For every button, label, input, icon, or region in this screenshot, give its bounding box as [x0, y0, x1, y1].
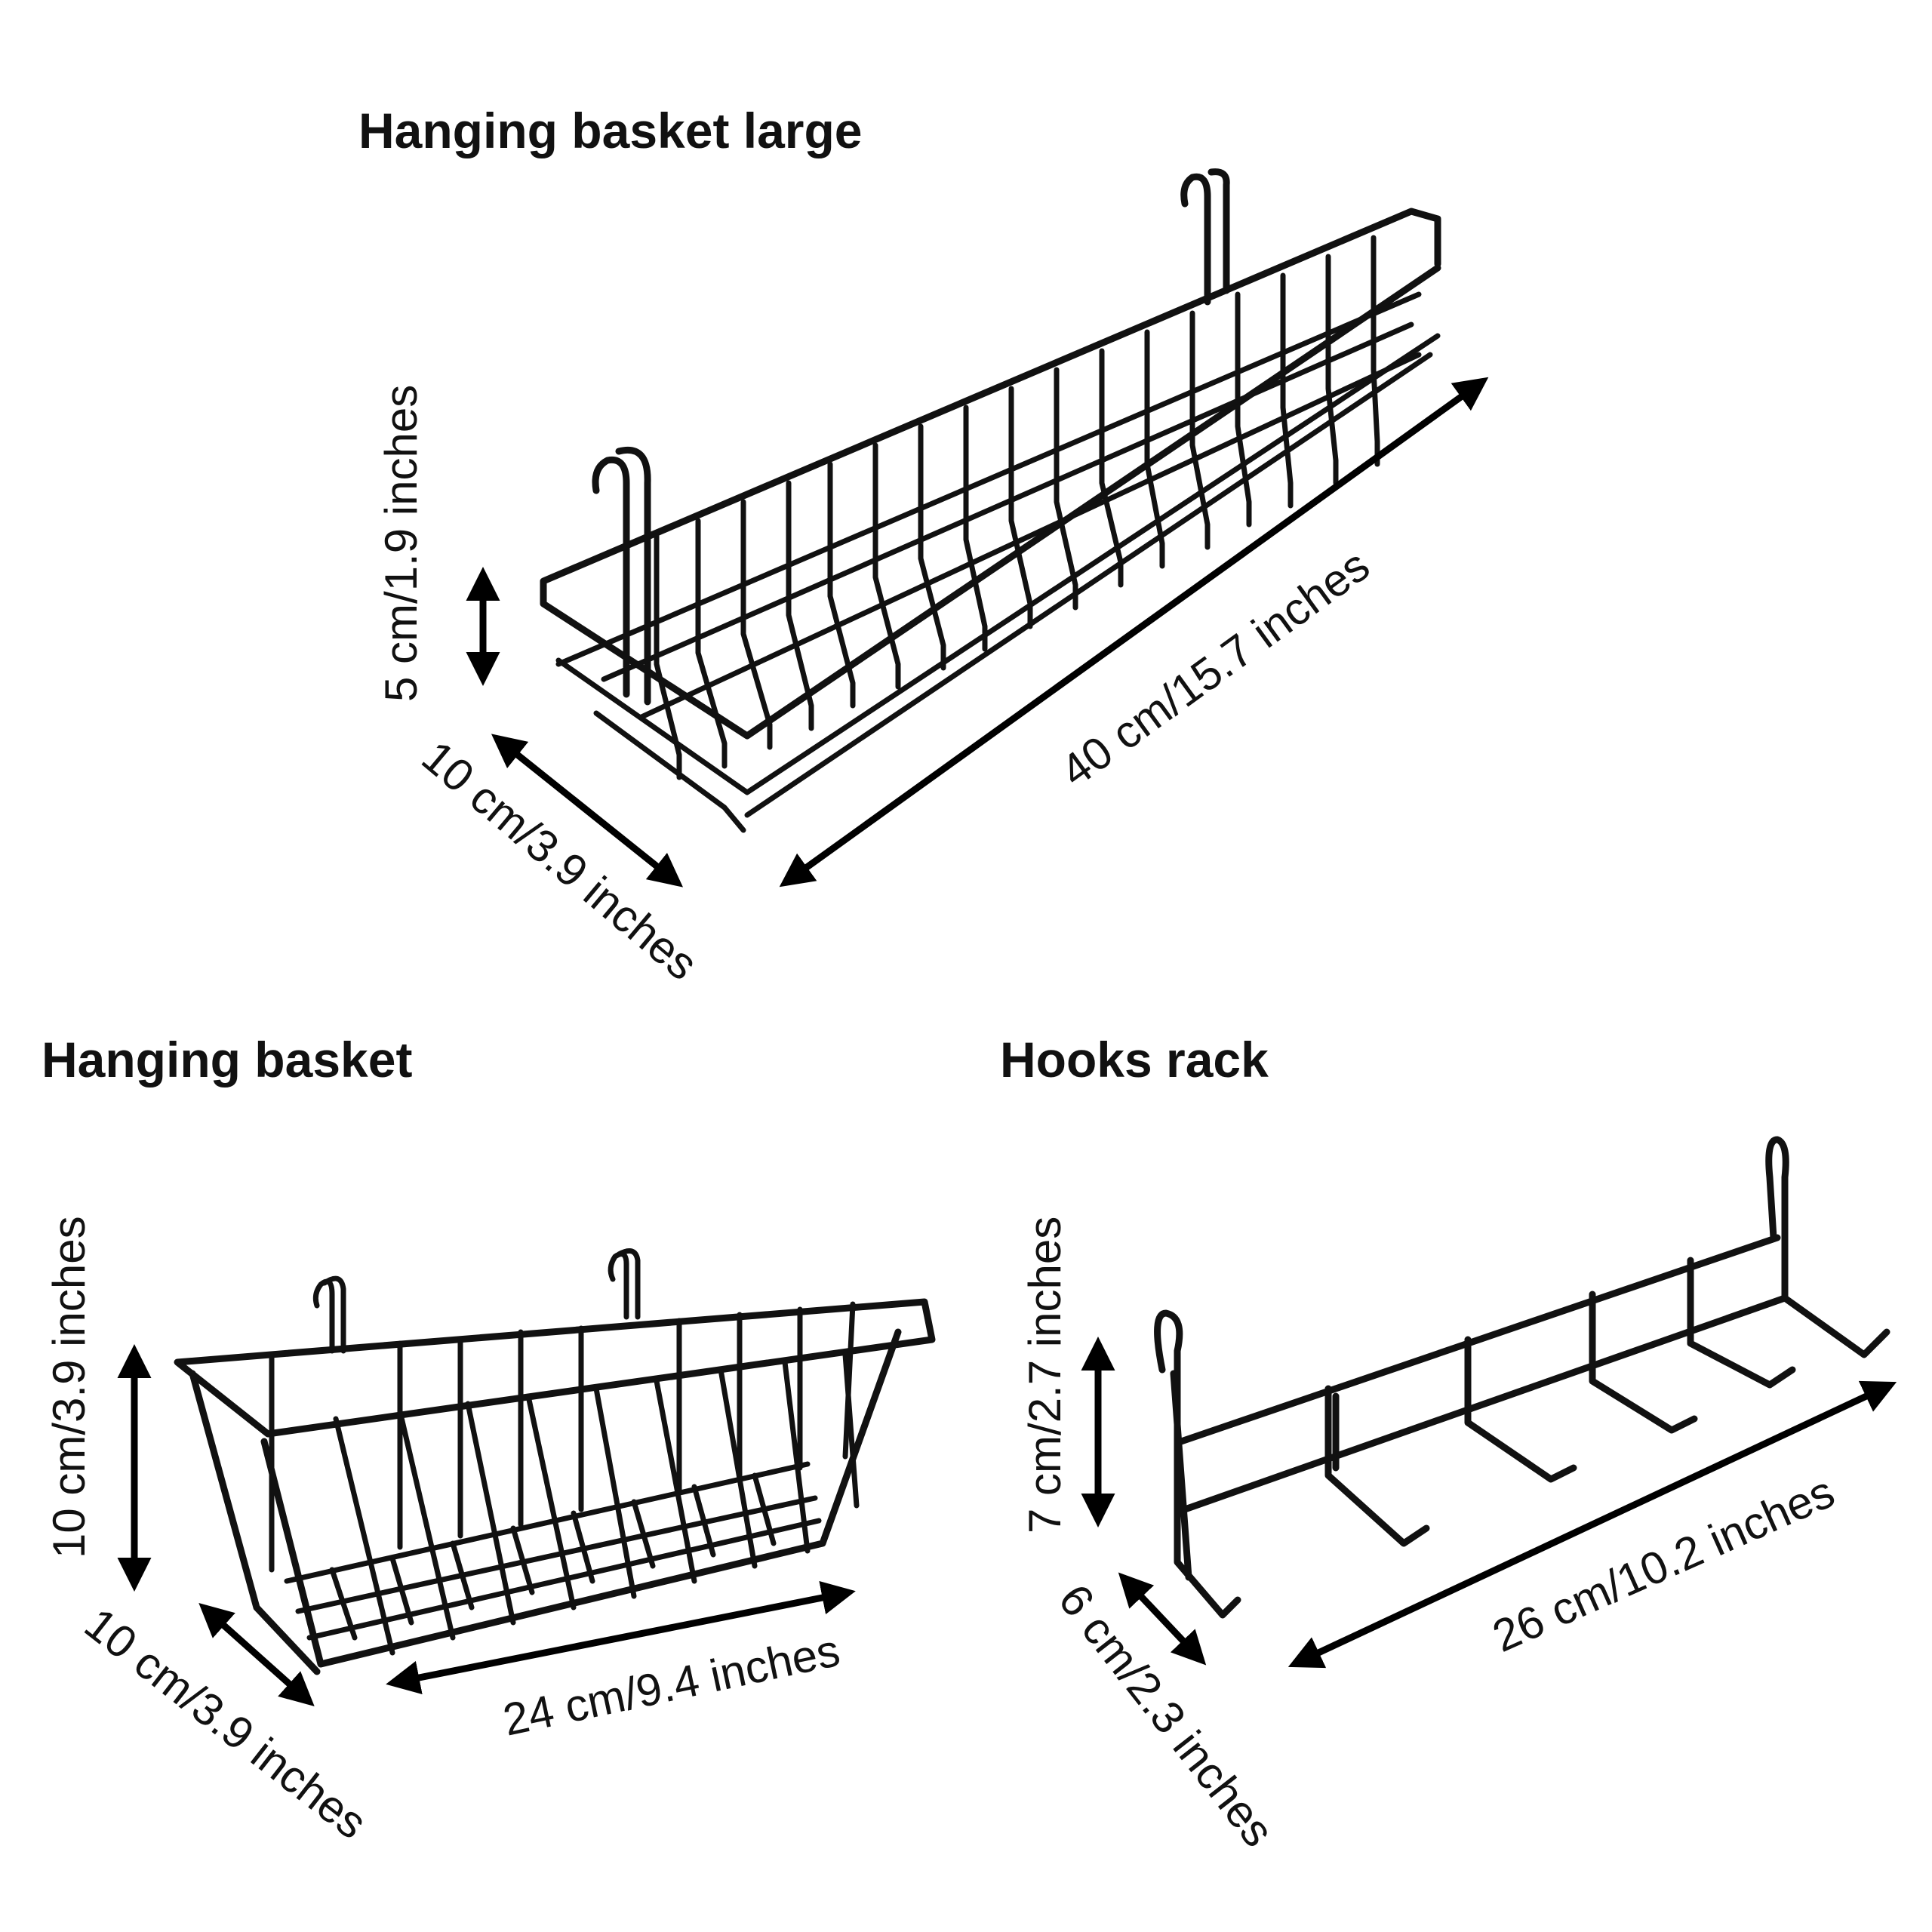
large-basket-height-label: 5 cm/1.9 inches — [376, 385, 426, 702]
hooks-rack-height-label: 7 cm/2.7 inches — [1020, 1217, 1070, 1534]
hooks-rack-hooks — [1324, 1257, 1796, 1547]
basket-height-label: 10 cm/3.9 inches — [44, 1216, 94, 1558]
hooks-rack-length-label: 26 cm/10.2 inches — [1485, 1466, 1841, 1662]
large-basket-section: Hanging basket large — [358, 103, 1489, 990]
basket-left-hook — [312, 1275, 346, 1354]
basket-top-rim — [174, 1298, 936, 1438]
large-basket-slats — [654, 235, 1380, 780]
large-basket-floor-wire-2 — [638, 352, 1422, 720]
basket-length-label: 24 cm/9.4 inches — [499, 1625, 844, 1746]
large-basket-top-rim — [540, 208, 1441, 740]
hooks-rack-right-end — [1765, 1136, 1890, 1358]
basket-depth-label: 10 cm/3.9 inches — [75, 1598, 377, 1848]
large-basket-title: Hanging basket large — [358, 103, 863, 158]
basket-depth-arrow — [198, 1603, 315, 1706]
basket-back-slats — [269, 1301, 856, 1573]
basket-illustration — [174, 1248, 936, 1675]
large-basket-right-hook — [1180, 168, 1230, 306]
basket-section: Hanging basket 10 cm/3.9 inches 10 cm/3.… — [42, 1032, 936, 1848]
large-basket-depth-label: 10 cm/3.9 inches — [413, 731, 708, 990]
basket-front-slats — [333, 1352, 860, 1656]
hooks-rack-title: Hooks rack — [1000, 1032, 1269, 1088]
hooks-rack-left-end — [1154, 1309, 1241, 1619]
hooks-rack-illustration — [1154, 1136, 1890, 1619]
hooks-rack-upper-bar — [1177, 1234, 1781, 1445]
basket-length-arrow — [386, 1580, 856, 1695]
large-basket-left-hook — [592, 446, 651, 706]
basket-title: Hanging basket — [42, 1032, 412, 1088]
hooks-rack-section: Hooks rack 7 cm/2.7 inches 6 cm/2.3 inch… — [1000, 1032, 1897, 1856]
hooks-rack-depth-arrow — [1118, 1572, 1207, 1666]
hooks-rack-length-arrow — [1287, 1380, 1897, 1669]
hooks-rack-depth-label: 6 cm/2.3 inches — [1049, 1575, 1284, 1856]
large-basket-depth-arrow — [491, 734, 684, 888]
basket-right-hook — [608, 1248, 641, 1320]
large-basket-length-arrow — [779, 377, 1489, 888]
